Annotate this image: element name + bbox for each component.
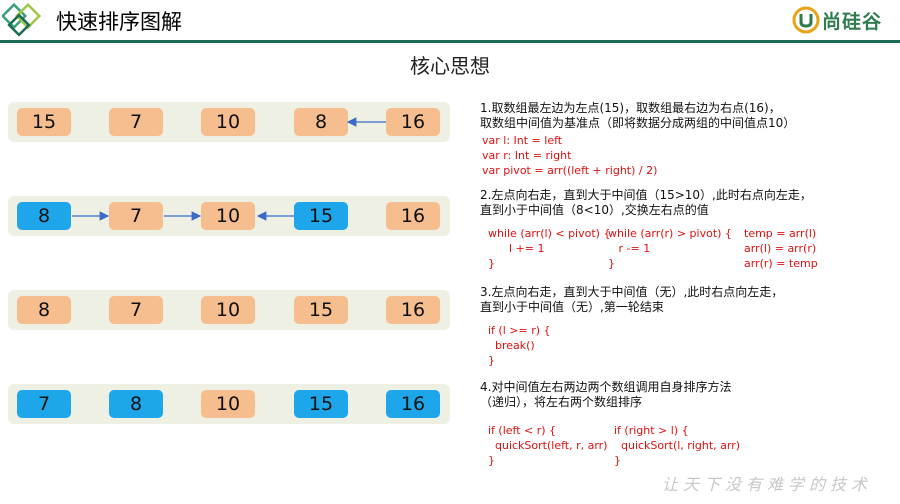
array-cell: 16 <box>386 202 440 230</box>
array-cell: 7 <box>17 390 71 418</box>
array-cell: 16 <box>386 390 440 418</box>
step3-code: if (l >= r) { break() } <box>488 324 551 367</box>
step1-line1: 1.取数组最左边为左点(15)，取数组最右边为右点(16)， <box>480 101 781 115</box>
step2-code-left-loop: while (arr(l) < pivot) { l += 1 } <box>488 227 611 270</box>
array-cell: 10 <box>201 390 255 418</box>
step4-line2: （递归），将左右两个数组排序 <box>480 395 643 409</box>
array-cell: 15 <box>17 108 71 136</box>
brand: 尚硅谷 <box>792 6 882 34</box>
array-cell: 15 <box>294 202 348 230</box>
step1-line2: 取数组中间值为基准点（即将数据分成两组的中间值点10） <box>480 116 796 130</box>
step3-line1: 3.左点向右走，直到大于中间值（无）,此时右点向左走， <box>480 285 784 299</box>
step2-line2: 直到小于中间值（8<10）,交换左右点的值 <box>480 203 709 217</box>
array-cell: 15 <box>294 390 348 418</box>
array-cell: 16 <box>386 296 440 324</box>
array-cell: 8 <box>109 390 163 418</box>
step1-code2: var r: Int = right <box>482 149 572 162</box>
step4-line1: 4.对中间值左右两边两个数组调用自身排序方法 <box>480 380 732 394</box>
step2-code-right-loop: while (arr(r) > pivot) { r -= 1 } <box>608 227 732 270</box>
array-cell: 8 <box>294 108 348 136</box>
array-cell: 8 <box>17 296 71 324</box>
header-divider <box>0 40 900 43</box>
step3-line2: 直到小于中间值（无）,第一轮结束 <box>480 300 664 314</box>
array-cell: 7 <box>109 296 163 324</box>
array-cell: 10 <box>201 202 255 230</box>
step4-code-left-recursion: if (left < r) { quickSort(left, r, arr) … <box>488 424 608 467</box>
array-cell: 10 <box>201 296 255 324</box>
array-cell: 15 <box>294 296 348 324</box>
step2-line1: 2.左点向右走，直到大于中间值（15>10）,此时右点向左走， <box>480 188 812 202</box>
step4-code-right-recursion: if (right > l) { quickSort(l, right, arr… <box>614 424 741 467</box>
footer-slogan: 让天下没有难学的技术 <box>661 475 872 494</box>
brand-name: 尚硅谷 <box>821 10 882 33</box>
brand-logo-icon <box>792 6 820 34</box>
diamond-logo-icon <box>2 2 42 37</box>
array-cell: 16 <box>386 108 440 136</box>
step1-code1: var l: Int = left <box>482 134 563 147</box>
main-title: 核心思想 <box>410 54 490 78</box>
step2-code-swap: temp = arr(l) arr(l) = arr(r) arr(r) = t… <box>744 227 818 270</box>
array-cell: 10 <box>201 108 255 136</box>
header: 快速排序图解 尚硅谷 <box>0 0 900 40</box>
header-title: 快速排序图解 <box>56 10 182 34</box>
array-cell: 7 <box>109 108 163 136</box>
array-cell: 7 <box>109 202 163 230</box>
step1-code3: var pivot = arr((left + right) / 2) <box>482 164 658 177</box>
array-cell: 8 <box>17 202 71 230</box>
